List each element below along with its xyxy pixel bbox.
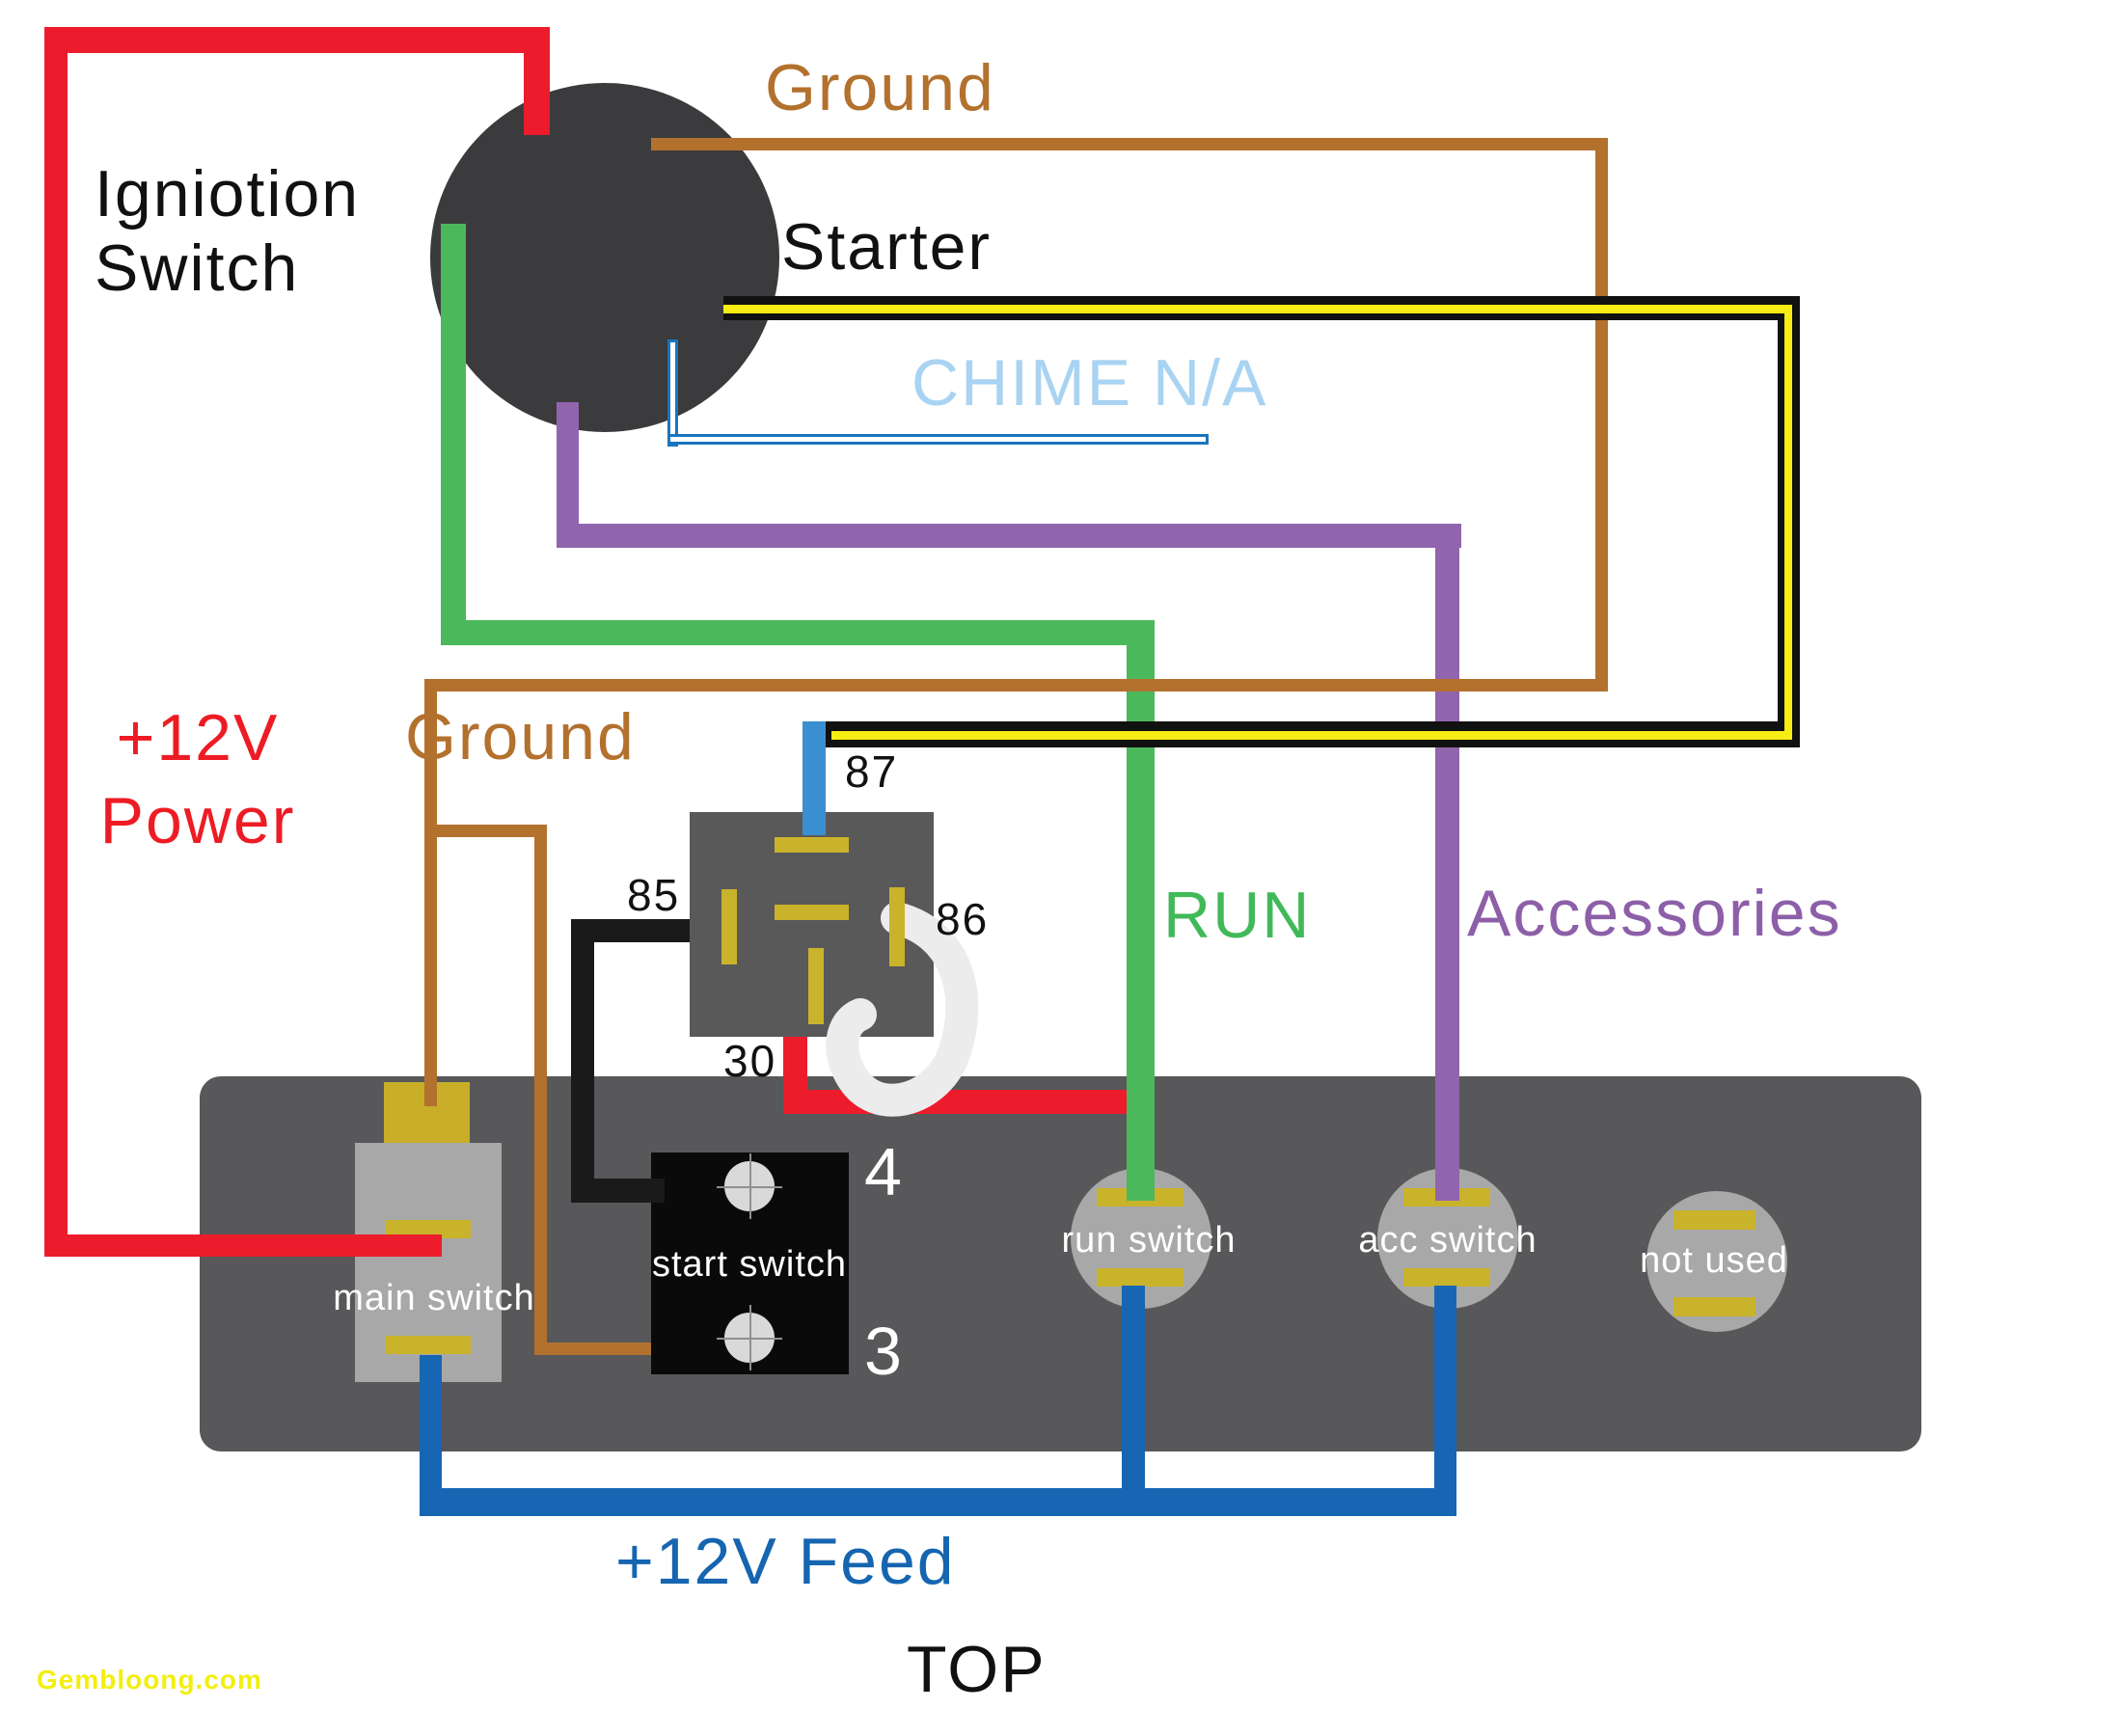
blue-feed-main-switch-vertical bbox=[420, 1355, 442, 1516]
screw-icon bbox=[717, 1305, 782, 1370]
ignition-switch-body bbox=[430, 83, 779, 432]
main-switch-terminal-bottom bbox=[386, 1336, 471, 1354]
chime-wire-vertical bbox=[667, 339, 678, 447]
main-switch-terminal-top bbox=[386, 1220, 471, 1238]
purple-wire-from-ignition bbox=[557, 402, 579, 548]
chime-label: CHIME N/A bbox=[911, 346, 1268, 420]
ground-lower-label: Ground bbox=[405, 700, 636, 773]
starter-wire-yellow-stripe-vertical bbox=[1784, 305, 1792, 739]
brown-branch-to-start-switch bbox=[534, 1343, 651, 1355]
power-label: +12V Power bbox=[72, 696, 323, 862]
purple-wire-to-acc-switch bbox=[1435, 524, 1459, 1201]
not-used-label: not used bbox=[1640, 1240, 1788, 1281]
brown-wire-top-horizontal bbox=[651, 138, 1608, 150]
ignition-label-line2: Switch bbox=[95, 231, 300, 305]
starter-wire-yellow-stripe-top bbox=[723, 305, 1788, 313]
feed-label: +12V Feed bbox=[615, 1525, 956, 1598]
not-used-terminal-top bbox=[1673, 1210, 1755, 1230]
relay-loop-wire bbox=[826, 902, 979, 1117]
green-wire-to-run-switch bbox=[1127, 620, 1155, 1201]
relay-pin-30 bbox=[808, 948, 824, 1024]
pin-87-label: 87 bbox=[845, 746, 899, 797]
blue-feed-run-vertical bbox=[1122, 1286, 1145, 1516]
black-wire-85-vertical bbox=[571, 919, 594, 1203]
ignition-label-line1: Igniotion bbox=[95, 157, 361, 231]
green-wire-from-ignition bbox=[441, 224, 466, 645]
relay-pin-85 bbox=[721, 889, 737, 964]
run-label: RUN bbox=[1163, 879, 1312, 952]
power-label-line2: Power bbox=[99, 784, 296, 857]
terminal-4-label: 4 bbox=[864, 1134, 904, 1209]
black-wire-into-start-switch bbox=[571, 1179, 665, 1203]
ignition-switch-label: Igniotion Switch bbox=[95, 157, 360, 306]
run-switch-label: run switch bbox=[1061, 1220, 1237, 1261]
main-switch-label: main switch bbox=[333, 1278, 535, 1318]
watermark: Gembloong.com bbox=[37, 1665, 262, 1695]
green-wire-horizontal bbox=[441, 620, 1155, 645]
power-label-line1: +12V bbox=[116, 701, 280, 774]
brown-branch-horizontal bbox=[437, 825, 547, 837]
brown-wire-lower-horizontal bbox=[424, 679, 1608, 692]
start-switch-label: start switch bbox=[651, 1244, 848, 1285]
accessories-label: Accessories bbox=[1467, 877, 1842, 950]
not-used-terminal-bottom bbox=[1673, 1297, 1755, 1316]
run-switch-terminal-bottom bbox=[1097, 1268, 1183, 1287]
blue-wire-pin87 bbox=[803, 721, 826, 835]
pin-86-label: 86 bbox=[936, 894, 990, 944]
screw-icon bbox=[717, 1153, 782, 1219]
chime-wire-horizontal bbox=[667, 434, 1209, 445]
pin-30-label: 30 bbox=[723, 1036, 777, 1086]
ground-top-label: Ground bbox=[765, 51, 995, 124]
red-wire-top-horizontal bbox=[44, 27, 550, 53]
terminal-3-label: 3 bbox=[864, 1314, 904, 1389]
acc-switch-terminal-bottom bbox=[1403, 1268, 1490, 1287]
relay-pin-86 bbox=[889, 887, 905, 966]
blue-feed-acc-vertical bbox=[1434, 1286, 1456, 1516]
brown-wire-right-vertical bbox=[1595, 138, 1608, 692]
red-wire-left-vertical bbox=[44, 27, 68, 1257]
brown-branch-vertical bbox=[534, 825, 547, 1355]
brown-wire-to-main-switch bbox=[424, 679, 437, 1106]
red-wire-into-ignition bbox=[524, 27, 550, 135]
red-wire-relay30-horizontal bbox=[783, 1090, 1127, 1114]
purple-wire-horizontal bbox=[557, 524, 1461, 548]
relay-pin-87 bbox=[775, 837, 849, 853]
starter-label: Starter bbox=[781, 210, 993, 284]
acc-switch-label: acc switch bbox=[1358, 1220, 1537, 1261]
top-label: TOP bbox=[907, 1633, 1047, 1706]
blue-feed-horizontal bbox=[420, 1488, 1456, 1516]
pin-85-label: 85 bbox=[627, 870, 681, 920]
relay-pin-center bbox=[775, 905, 849, 920]
starter-wire-yellow-stripe-lower bbox=[831, 731, 1792, 740]
red-wire-bottom-horizontal bbox=[44, 1234, 442, 1257]
